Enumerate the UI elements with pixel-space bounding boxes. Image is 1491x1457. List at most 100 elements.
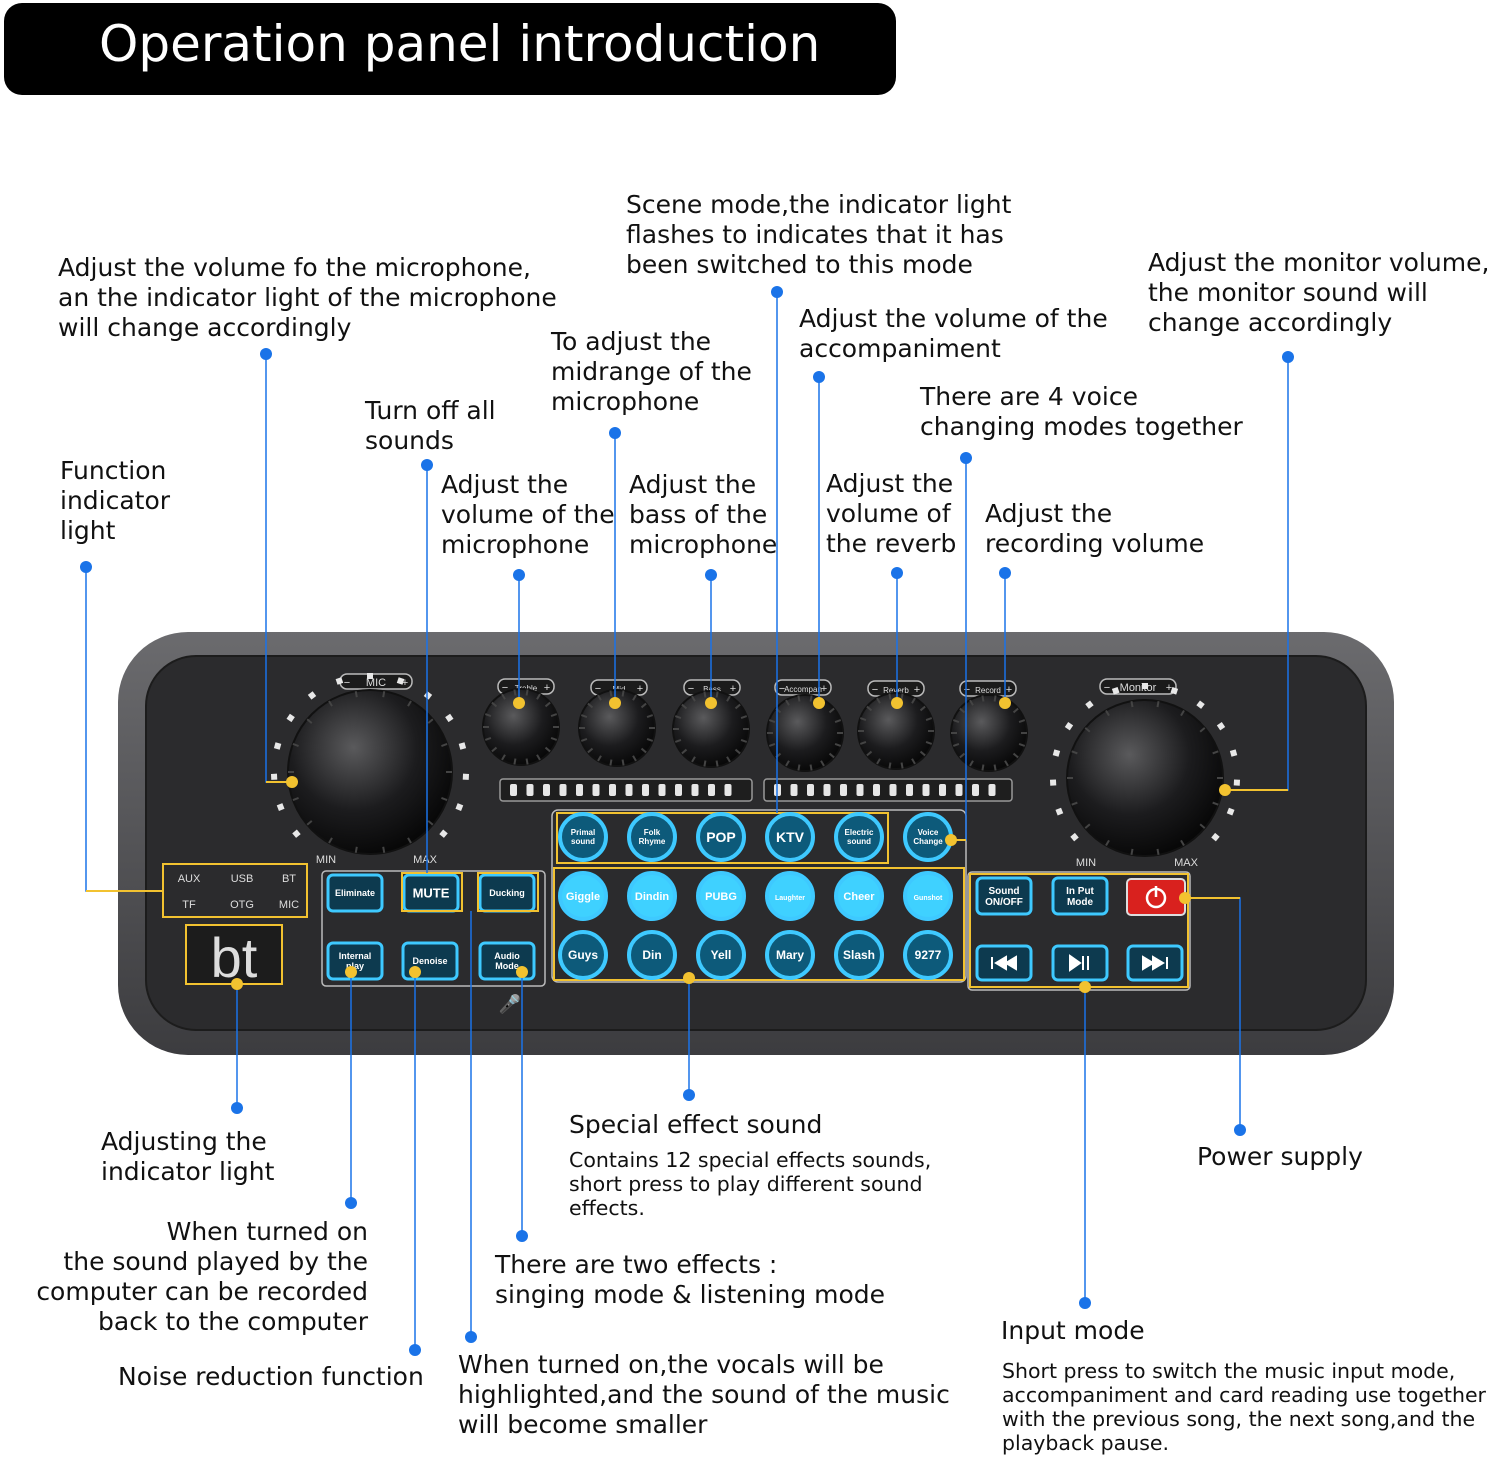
- knob-tick: [292, 829, 301, 838]
- next-track-button[interactable]: [1126, 944, 1184, 982]
- button-slash[interactable]: Slash: [834, 930, 884, 980]
- button-ktv[interactable]: KTV: [765, 812, 815, 862]
- knob-tick: [1085, 700, 1094, 709]
- button-face[interactable]: [834, 930, 884, 980]
- button-face[interactable]: [326, 941, 384, 981]
- knob-cap[interactable]: [1066, 699, 1224, 857]
- button-label: Mode: [495, 961, 519, 971]
- knob-ridge: [646, 738, 654, 742]
- button-face[interactable]: [627, 930, 677, 980]
- button-mary[interactable]: Mary: [765, 930, 815, 980]
- button-dindin[interactable]: Dindin: [627, 871, 677, 921]
- button-face[interactable]: [627, 871, 677, 921]
- annotation-line: When turned on,the vocals will be: [458, 1350, 884, 1379]
- button-label: PUBG: [705, 891, 737, 903]
- button-gunshot[interactable]: Gunshot: [903, 871, 953, 921]
- meter-segment: [873, 784, 880, 796]
- knob-tick: [273, 742, 282, 750]
- button-face[interactable]: [834, 871, 884, 921]
- play-pause-button[interactable]: [1051, 944, 1109, 982]
- knob-tick: [367, 673, 373, 679]
- callout-dot: [683, 1089, 695, 1101]
- minus-icon: −: [1104, 682, 1110, 694]
- button-guys[interactable]: Guys: [558, 930, 608, 980]
- knob-ridge: [427, 718, 434, 724]
- knob-monitor[interactable]: [1049, 683, 1241, 857]
- button-face[interactable]: [903, 871, 953, 921]
- knob-mid[interactable]: [578, 689, 656, 767]
- button-pubg[interactable]: PUBG: [696, 871, 746, 921]
- button-yell[interactable]: Yell: [696, 930, 746, 980]
- button-cheer[interactable]: Cheer: [834, 871, 884, 921]
- knob-ridge: [1018, 719, 1026, 723]
- button-mute[interactable]: MUTE: [402, 873, 460, 913]
- annotation-line: playback pause.: [1002, 1431, 1170, 1455]
- button-face[interactable]: [975, 876, 1033, 916]
- button-face[interactable]: [558, 871, 608, 921]
- callout-mute: [421, 459, 433, 873]
- button-din[interactable]: Din: [627, 930, 677, 980]
- knob-bass[interactable]: [672, 690, 750, 768]
- knob-cap[interactable]: [950, 694, 1028, 772]
- play-pause-icon: [1069, 954, 1089, 972]
- button-face[interactable]: [558, 930, 608, 980]
- knob-tick: [1064, 722, 1074, 731]
- annotation-line: bass of the: [629, 500, 768, 529]
- annotation-line: with the previous song, the next song,an…: [1002, 1407, 1476, 1431]
- button-label: Slash: [843, 948, 875, 962]
- button-face[interactable]: [696, 930, 746, 980]
- knob-cap[interactable]: [766, 694, 844, 772]
- button-face[interactable]: [765, 871, 815, 921]
- button-face[interactable]: [903, 930, 953, 980]
- knob-treble[interactable]: [482, 688, 560, 766]
- prev-track-button[interactable]: [975, 944, 1033, 982]
- button-ducking[interactable]: Ducking: [478, 873, 536, 913]
- annotation-line: singing mode & listening mode: [495, 1280, 886, 1309]
- knob-ridge: [911, 697, 916, 704]
- knob-reverb[interactable]: [857, 692, 935, 770]
- button-face[interactable]: [558, 812, 608, 862]
- button-label: Dindin: [635, 891, 669, 903]
- microphone-icon: 🎤: [499, 993, 521, 1014]
- meter-segment: [510, 784, 517, 796]
- callout-dot: [609, 427, 621, 439]
- button-face[interactable]: [765, 930, 815, 980]
- button-giggle[interactable]: Giggle: [558, 871, 608, 921]
- annotation-power: Power supply: [1197, 1142, 1363, 1172]
- knob-mic[interactable]: [270, 673, 470, 855]
- button-face[interactable]: [834, 812, 884, 862]
- knob-ridge: [952, 719, 960, 723]
- button-laughter[interactable]: Laughter: [765, 871, 815, 921]
- power-button[interactable]: [1126, 878, 1186, 916]
- button-face[interactable]: [627, 812, 677, 862]
- knob-tick: [307, 691, 317, 700]
- annotation-line: sounds: [365, 426, 454, 455]
- button-label: In Put: [1066, 886, 1094, 897]
- button-face[interactable]: [696, 812, 746, 862]
- button-face[interactable]: [326, 873, 384, 913]
- knob-accompan[interactable]: [766, 694, 844, 772]
- button-eliminate[interactable]: Eliminate: [326, 873, 384, 913]
- callout-midrange: [609, 427, 621, 709]
- button-pop[interactable]: POP: [696, 812, 746, 862]
- knob-tick: [1111, 686, 1120, 695]
- button-label: Sound: [988, 886, 1019, 897]
- knob-record[interactable]: [950, 694, 1028, 772]
- knob-ridge: [501, 754, 506, 761]
- knob-ridge: [681, 748, 688, 755]
- button-9277[interactable]: 9277: [903, 930, 953, 980]
- button-face[interactable]: [696, 871, 746, 921]
- knob-ridge: [1130, 848, 1134, 855]
- mute-highlight: [401, 872, 463, 912]
- button-face[interactable]: [1051, 876, 1109, 916]
- button-face[interactable]: [765, 812, 815, 862]
